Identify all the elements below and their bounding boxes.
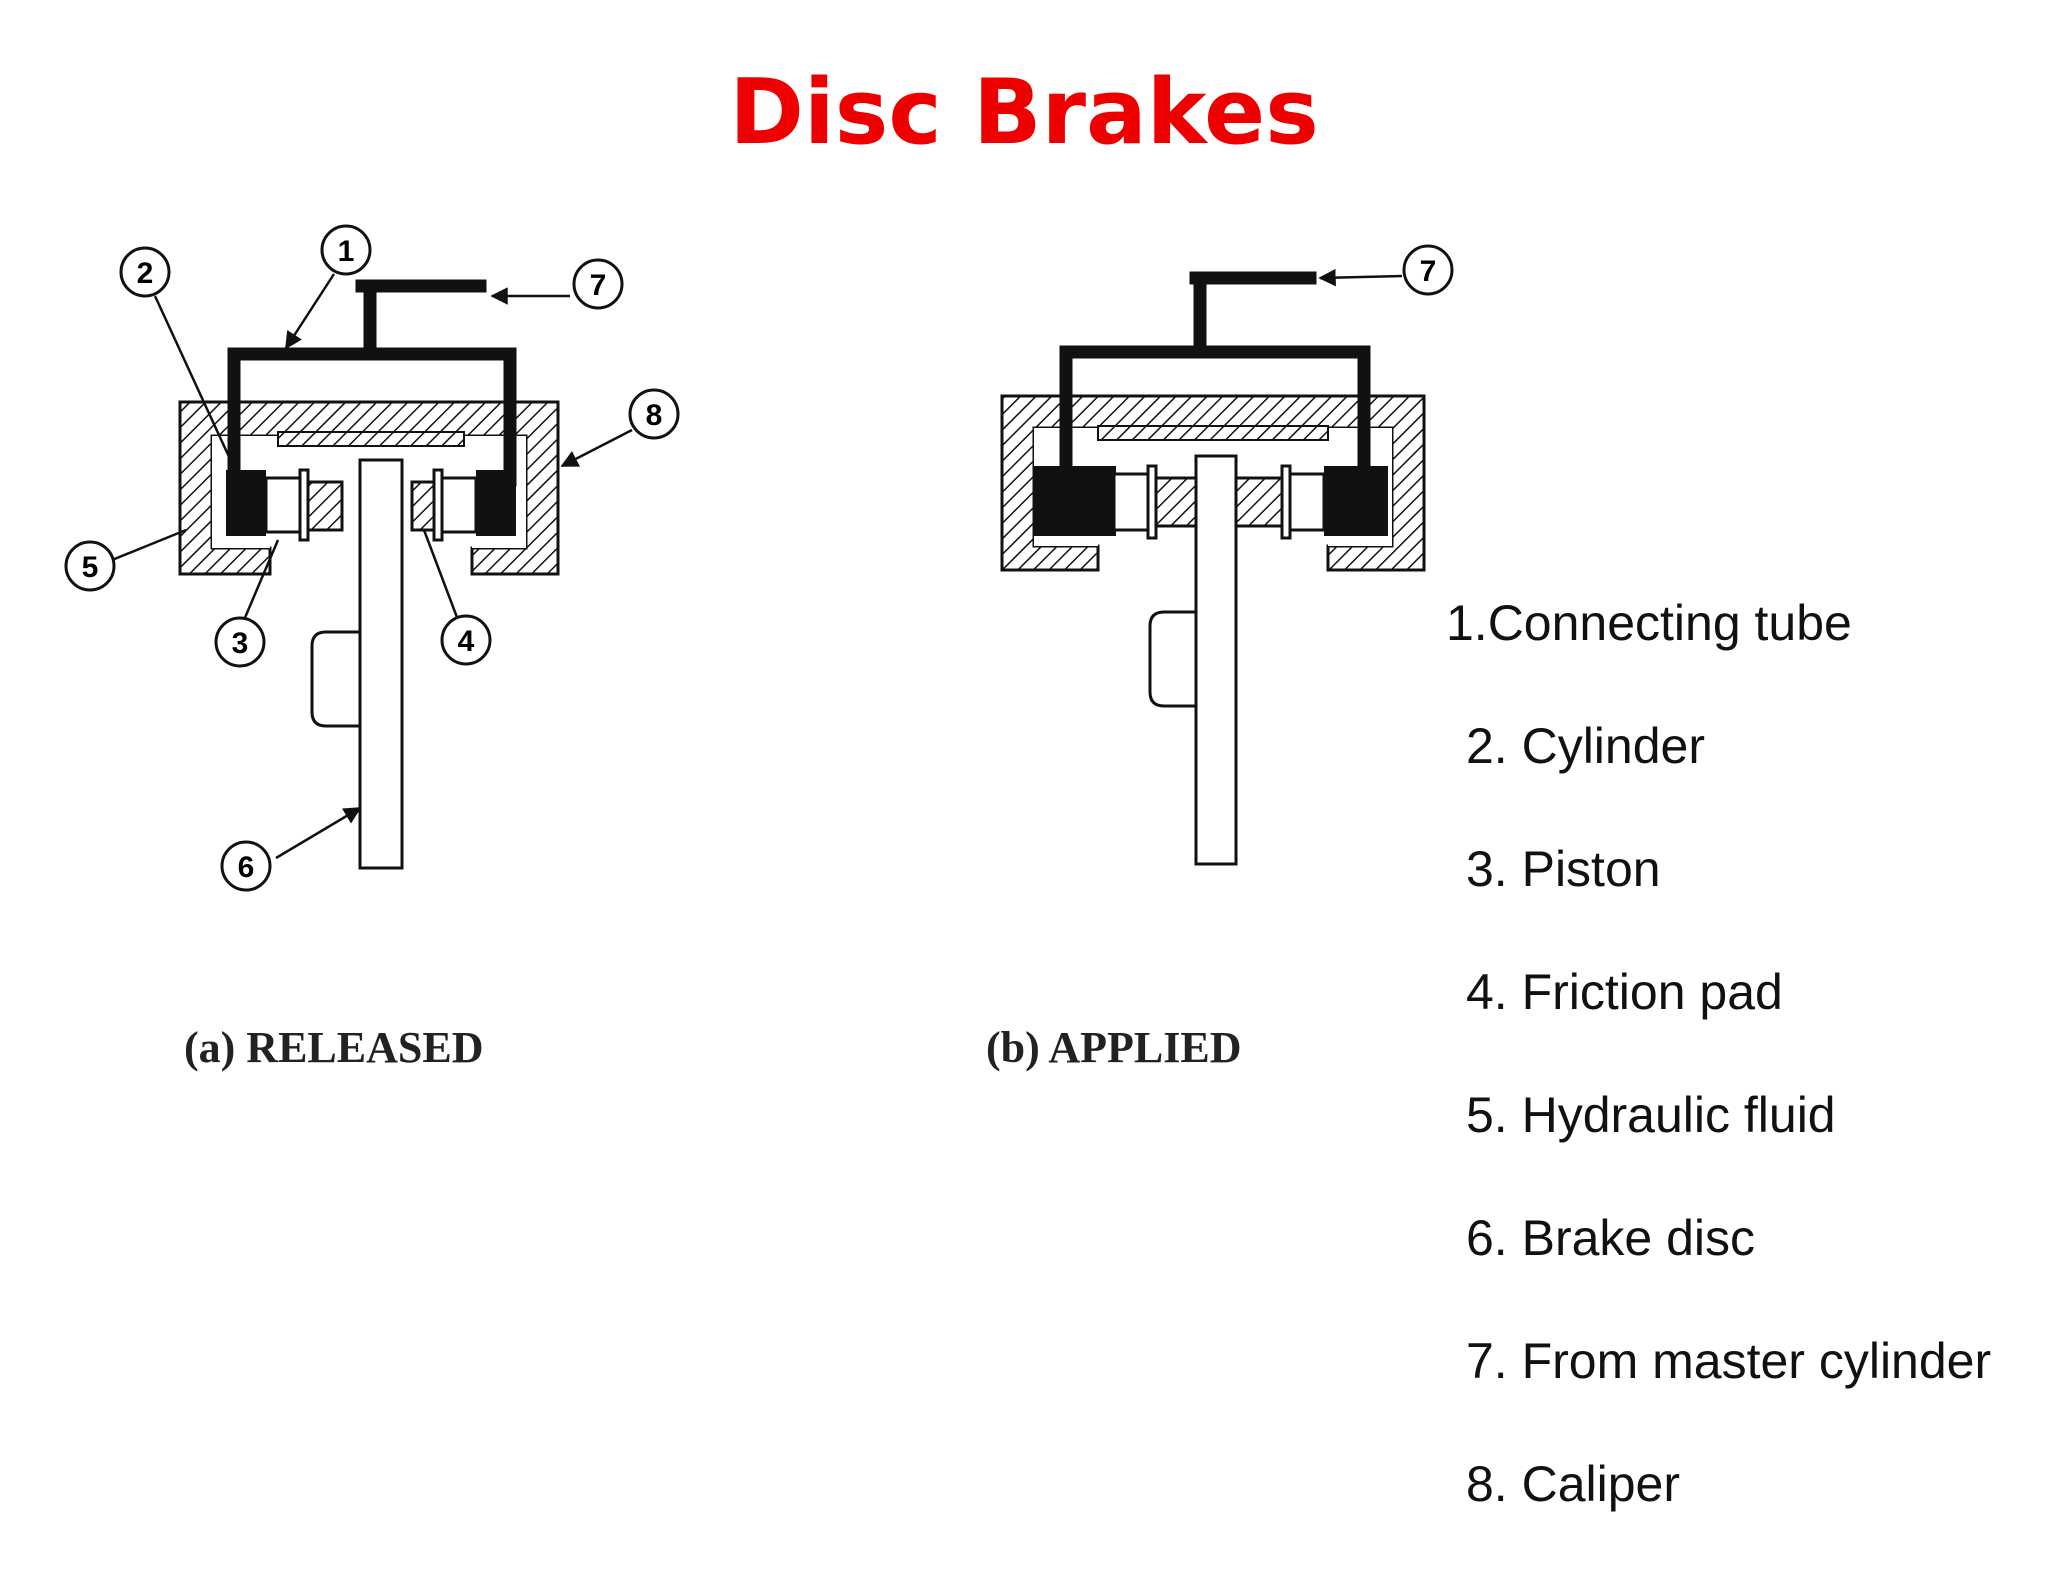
friction-pad-left — [306, 480, 344, 532]
hydraulic-fluid-right — [476, 470, 516, 536]
legend-item-piston: 3. Piston — [1466, 841, 1661, 897]
svg-text:1: 1 — [338, 235, 355, 268]
svg-text:4: 4 — [458, 625, 475, 658]
callout-7: 7 — [572, 258, 624, 310]
callout-7-applied: 7 — [1402, 244, 1454, 296]
released-diagram: 1 2 3 4 5 6 7 8 — [64, 224, 680, 892]
callout-3: 3 — [214, 616, 266, 668]
svg-text:6: 6 — [238, 851, 255, 884]
hydraulic-fluid-left-applied — [1034, 466, 1116, 536]
callout-2: 2 — [119, 246, 171, 298]
friction-pad-right — [410, 480, 436, 532]
brake-disc — [358, 458, 404, 870]
callout-6: 6 — [220, 840, 272, 892]
applied-caption: (b) APPLIED — [986, 1023, 1242, 1072]
piston-left-applied — [1112, 472, 1150, 532]
friction-pad-right-applied — [1234, 476, 1284, 528]
brake-disc-applied — [1194, 454, 1238, 866]
legend-item-connecting-tube: 1.Connecting tube — [1446, 595, 1852, 651]
connecting-tube — [227, 279, 517, 487]
callout-4: 4 — [440, 614, 492, 666]
piston-right-applied — [1288, 472, 1326, 532]
hydraulic-fluid-left — [226, 470, 266, 536]
slide-title: Disc Brakes — [729, 60, 1319, 165]
svg-text:7: 7 — [590, 269, 607, 302]
friction-pad-left-applied — [1154, 476, 1198, 528]
disc-brake-diagrams: 1 2 3 4 5 6 7 8 — [64, 224, 1454, 892]
piston-right — [440, 476, 478, 534]
callout-5: 5 — [64, 540, 116, 592]
svg-text:8: 8 — [646, 399, 663, 432]
legend-item-friction-pad: 4. Friction pad — [1466, 964, 1783, 1020]
svg-text:7: 7 — [1420, 255, 1437, 288]
legend-item-caliper: 8. Caliper — [1466, 1456, 1680, 1512]
legend-item-master-cylinder: 7. From master cylinder — [1466, 1333, 1992, 1389]
parts-legend: 1.Connecting tube 2. Cylinder 3. Piston … — [1446, 590, 1991, 1574]
applied-diagram: 7 — [1000, 244, 1454, 866]
piston-left — [264, 476, 302, 534]
connecting-tube-applied — [1059, 271, 1371, 481]
legend-item-cylinder: 2. Cylinder — [1466, 718, 1705, 774]
callout-8: 8 — [628, 388, 680, 440]
callout-1: 1 — [320, 224, 372, 276]
legend-item-brake-disc: 6. Brake disc — [1466, 1210, 1756, 1266]
svg-text:3: 3 — [232, 627, 249, 660]
legend-item-hydraulic-fluid: 5. Hydraulic fluid — [1466, 1087, 1836, 1143]
svg-text:5: 5 — [82, 551, 99, 584]
hydraulic-fluid-right-applied — [1324, 466, 1388, 536]
released-caption: (a) RELEASED — [184, 1023, 484, 1072]
svg-text:2: 2 — [137, 257, 154, 290]
